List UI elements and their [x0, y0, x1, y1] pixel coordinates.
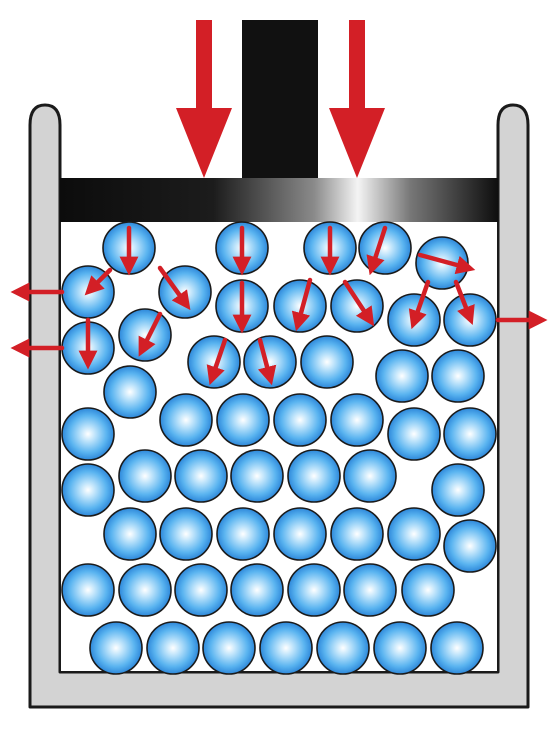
gas-particle [330, 393, 384, 447]
gas-particle [230, 563, 284, 617]
gas-particle [373, 621, 427, 675]
gas-particle [287, 449, 341, 503]
gas-particle [443, 407, 497, 461]
particle-velocity-arrow-icon [206, 337, 228, 386]
gas-particle [146, 621, 200, 675]
gas-particle [159, 393, 213, 447]
gas-particle [61, 463, 115, 517]
gas-particle [387, 407, 441, 461]
particle-velocity-arrow-icon [417, 252, 476, 275]
gas-particle [216, 507, 270, 561]
particle-velocity-arrow-icon [408, 279, 431, 330]
gas-particle [243, 335, 297, 389]
gas-particle [89, 621, 143, 675]
gas-particle [273, 279, 327, 333]
gas-particle [343, 449, 397, 503]
gas-particle [174, 449, 228, 503]
gas-particle [61, 407, 115, 461]
cylinder-wall [28, 103, 530, 709]
particle-velocity-arrows [10, 225, 548, 386]
gas-particle [431, 463, 485, 517]
particle-velocity-arrow-icon [453, 279, 475, 326]
gas-particle [375, 349, 429, 403]
particle-velocity-arrow-icon [84, 267, 113, 296]
piston-plate [60, 178, 498, 222]
gas-particle [103, 507, 157, 561]
gas-particle [118, 308, 172, 362]
downward-force-arrow-icon [176, 20, 232, 178]
gas-particle [330, 507, 384, 561]
particle-velocity-arrow-icon [157, 265, 191, 311]
gas-particle [330, 279, 384, 333]
gas-particle [103, 365, 157, 419]
gas-particle [387, 507, 441, 561]
gas-particle [430, 621, 484, 675]
piston-rod [242, 20, 318, 180]
gas-particle [443, 519, 497, 573]
downward-force-arrow-icon [329, 20, 385, 178]
gas-particle [273, 507, 327, 561]
gas-particle [431, 349, 485, 403]
gas-particle [259, 621, 313, 675]
particle-velocity-arrow-icon [366, 225, 388, 276]
particle-velocity-arrow-icon [257, 337, 277, 386]
gas-particle [118, 563, 172, 617]
particle-velocity-arrow-icon [342, 279, 375, 327]
gas-particle [230, 449, 284, 503]
gas-particle [174, 563, 228, 617]
gas-particles [61, 221, 497, 675]
gas-particle [202, 621, 256, 675]
gas-particle [300, 335, 354, 389]
gas-particle [159, 507, 213, 561]
gas-particle [287, 563, 341, 617]
gas-particle [187, 335, 241, 389]
gas-particle [118, 449, 172, 503]
particle-velocity-arrow-icon [138, 311, 163, 357]
gas-particle [61, 563, 115, 617]
gas-particle [316, 621, 370, 675]
particle-velocity-arrow-icon [291, 277, 313, 332]
gas-particle [216, 393, 270, 447]
gas-particle [343, 563, 397, 617]
gas-particle [273, 393, 327, 447]
gas-particle [401, 563, 455, 617]
